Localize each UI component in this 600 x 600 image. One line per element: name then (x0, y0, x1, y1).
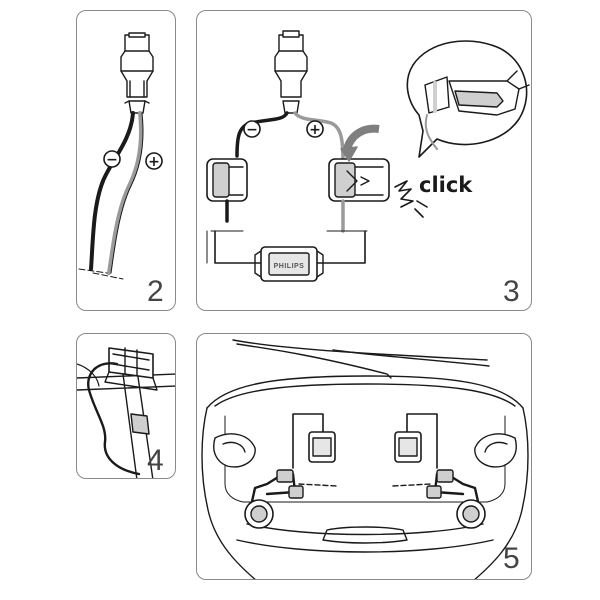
positive-wire (107, 111, 143, 275)
headlight-icon (474, 433, 517, 468)
fog-lamp-icon (456, 499, 486, 529)
bulb-socket-icon (120, 32, 154, 114)
driver-brand-label: PHILIPS (274, 263, 305, 270)
mounting-bracket-icon (104, 347, 158, 435)
negative-marker-icon: − (243, 120, 261, 138)
step-4-panel: 4 (76, 333, 176, 479)
step-2-panel: − + 2 (76, 10, 176, 311)
negative-symbol: − (106, 152, 118, 168)
step-4-illustration (77, 347, 175, 478)
negative-marker-icon: − (103, 150, 121, 168)
zoom-callout-icon (406, 40, 530, 158)
step-5-illustration (201, 339, 529, 579)
positive-symbol: + (309, 122, 321, 138)
connector-icon (436, 469, 454, 483)
positive-marker-icon: + (145, 152, 163, 170)
positive-symbol: + (148, 154, 160, 170)
step-number: 4 (147, 444, 164, 477)
click-burst-icon (394, 180, 428, 218)
step-number: 2 (147, 275, 164, 308)
step-2-illustration: − + (78, 32, 163, 280)
connector-icon (328, 158, 390, 202)
connector-icon (288, 485, 304, 499)
led-driver-icon (394, 431, 422, 463)
wire (87, 362, 141, 476)
led-driver-icon (254, 246, 324, 282)
step-number: 3 (503, 275, 520, 308)
step-3-panel: − + PHILIPS click 3 (196, 10, 532, 311)
fog-lamp-icon (244, 499, 274, 529)
bulb-socket-icon (274, 30, 308, 114)
headlight-icon (213, 433, 256, 468)
connector-icon (206, 158, 248, 202)
car-front-icon (201, 339, 529, 579)
led-driver-icon (308, 431, 336, 463)
positive-marker-icon: + (306, 120, 324, 138)
click-label: click (419, 173, 473, 197)
negative-wire (89, 111, 135, 271)
step-3-illustration: − + PHILIPS (206, 30, 530, 282)
negative-symbol: − (246, 122, 258, 138)
step-number: 5 (503, 542, 520, 575)
step-5-panel: 5 (196, 333, 532, 580)
curved-arrow-icon (343, 124, 380, 151)
connector-icon (426, 485, 442, 499)
connector-icon (276, 469, 294, 483)
